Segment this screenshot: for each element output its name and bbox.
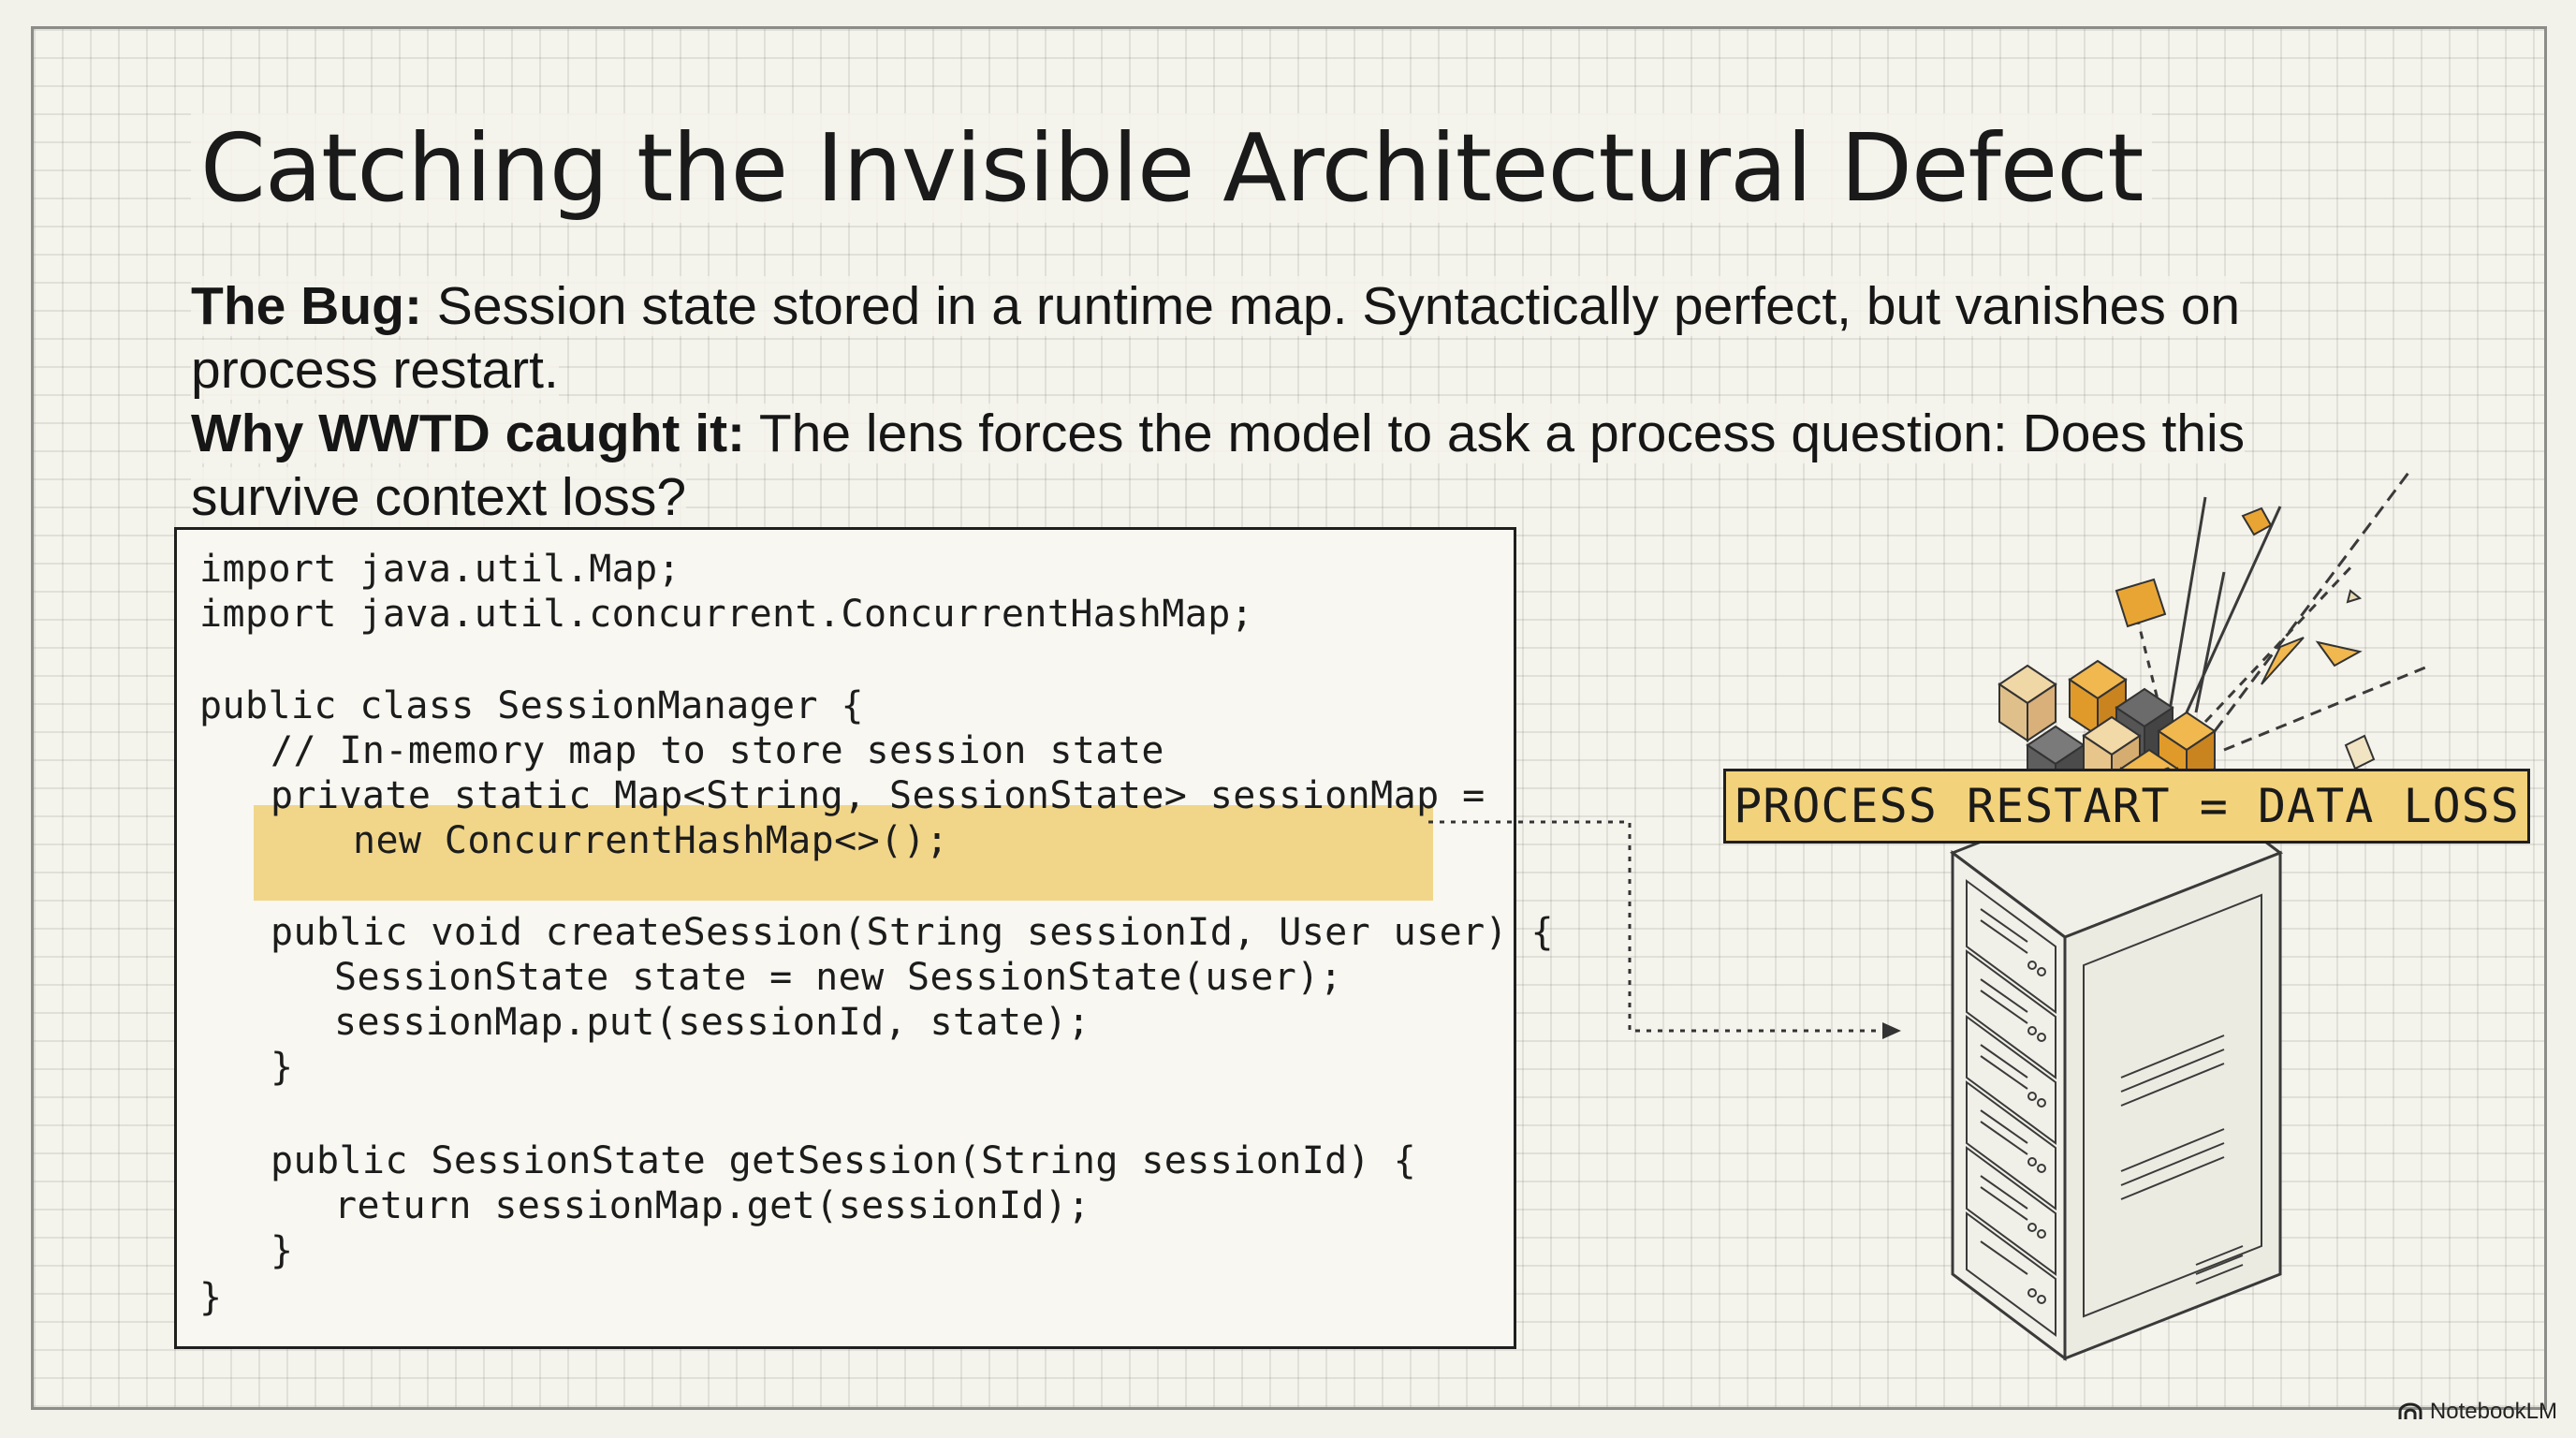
code-block: import java.util.Map; import java.util.c… <box>174 527 1554 1349</box>
code-line: sessionMap.put(sessionId, state); <box>334 1001 1090 1044</box>
server-rack-icon <box>1949 468 2431 1361</box>
code-highlight <box>254 805 1433 901</box>
code-line: SessionState state = new SessionState(us… <box>334 956 1343 999</box>
slide: Catching the Invisible Architectural Def… <box>31 26 2547 1410</box>
brand-name: NotebookLM <box>2429 1399 2557 1424</box>
bug-label: The Bug: <box>191 276 422 336</box>
bug-paragraph: The Bug: Session state stored in a runti… <box>191 274 2400 402</box>
slide-title: Catching the Invisible Architectural Def… <box>191 113 2153 223</box>
why-label: Why WWTD caught it: <box>191 404 746 463</box>
code-line: public void createSession(String session… <box>271 911 1554 954</box>
explanation-text: The Bug: Session state stored in a runti… <box>191 274 2400 529</box>
code-line: } <box>271 1229 294 1272</box>
code-line: private static Map<String, SessionState>… <box>271 774 1486 817</box>
why-text: The lens forces the model to ask a proce… <box>191 404 2246 527</box>
code-line: // In-memory map to store session state <box>271 729 1164 772</box>
why-paragraph: Why WWTD caught it: The lens forces the … <box>191 402 2400 529</box>
code-line: import java.util.Map; <box>199 548 681 591</box>
code-line: public class SessionManager { <box>199 684 864 727</box>
bug-text: Session state stored in a runtime map. S… <box>191 276 2241 400</box>
data-loss-callout: PROCESS RESTART = DATA LOSS <box>1723 769 2530 844</box>
code-line: import java.util.concurrent.ConcurrentHa… <box>199 593 1254 636</box>
code-line: } <box>199 1276 223 1319</box>
code-line: public SessionState getSession(String se… <box>271 1139 1417 1182</box>
connector-arrow <box>1428 820 1901 1039</box>
notebooklm-logo-icon <box>2398 1402 2422 1419</box>
brand-mark: NotebookLM <box>2398 1399 2557 1425</box>
code-line: } <box>271 1046 294 1089</box>
code-line: return sessionMap.get(sessionId); <box>334 1184 1090 1227</box>
code-line: new ConcurrentHashMap<>(); <box>353 819 949 862</box>
